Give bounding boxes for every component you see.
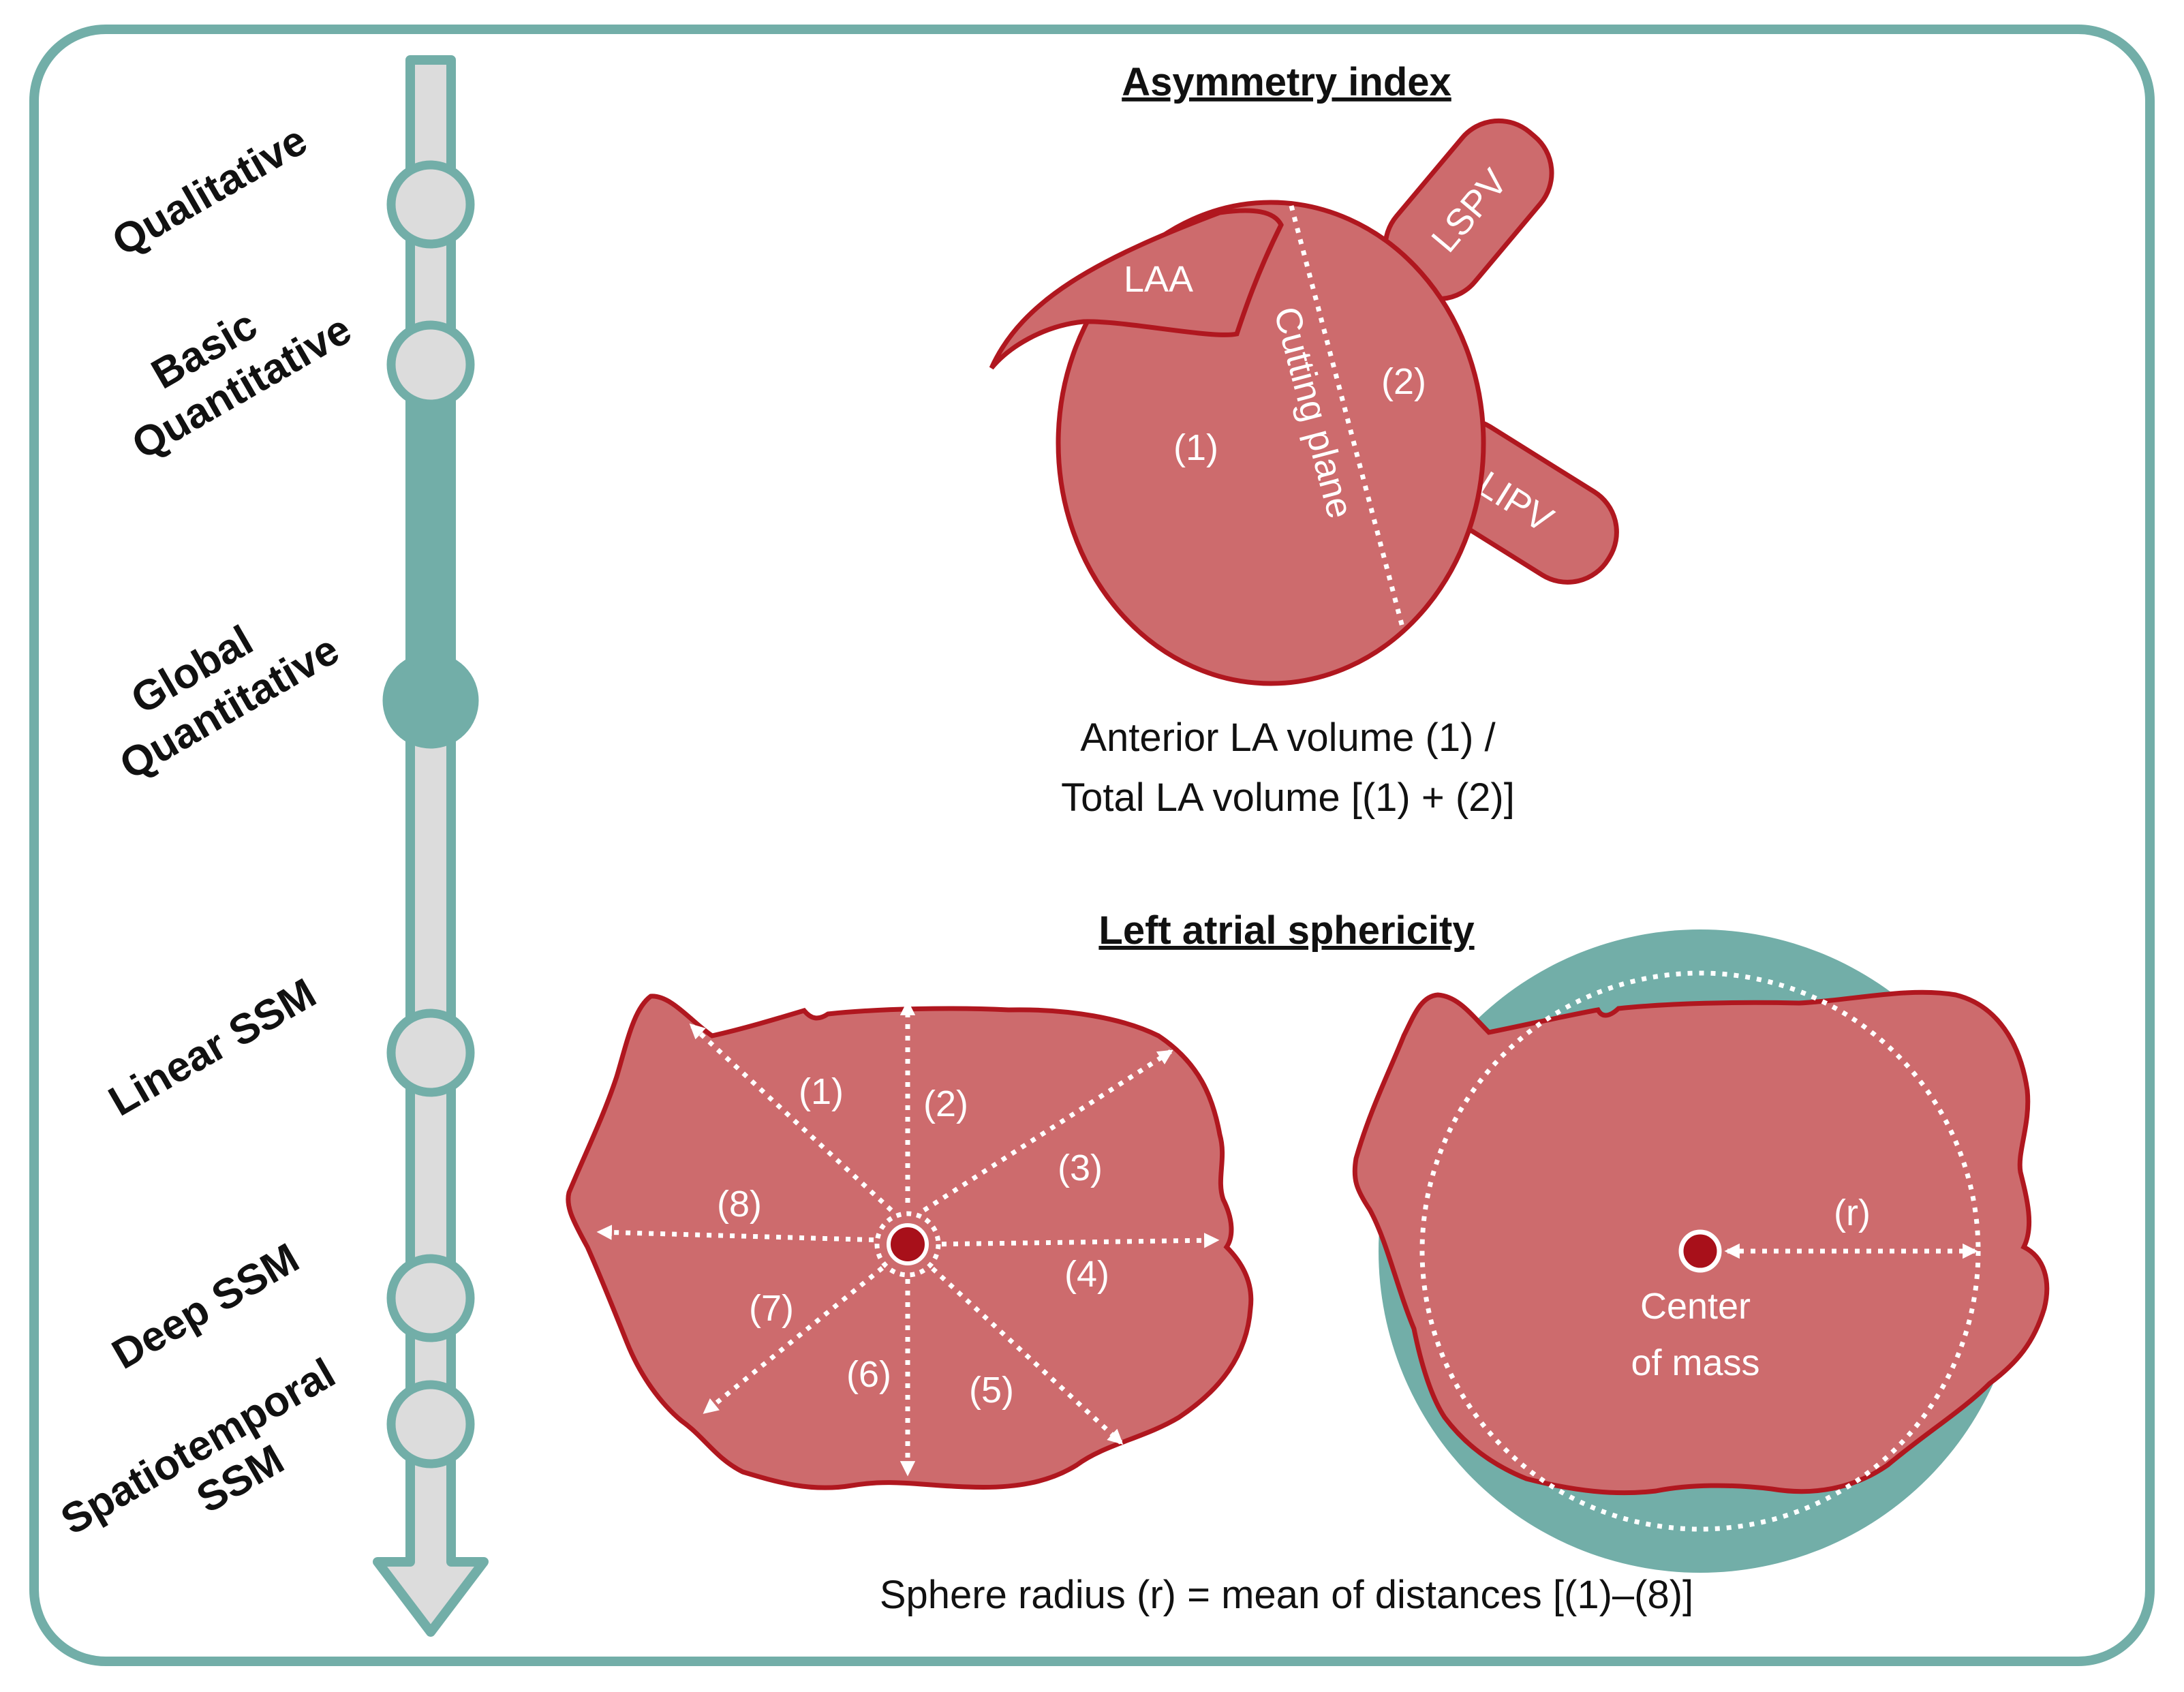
sphericity-title: Left atrial sphericity — [1098, 908, 1474, 953]
stage-node-qualitative — [386, 160, 475, 249]
timeline-active-segment — [405, 401, 456, 701]
center-of-mass-label-line-1: Center — [1640, 1286, 1751, 1327]
distance-label-6: (6) — [846, 1354, 891, 1395]
sphericity-caption: Sphere radius (r) = mean of distances [(… — [880, 1573, 1693, 1617]
distance-arrow-5 — [922, 1259, 1124, 1445]
stage-node-deep-ssm — [386, 1254, 475, 1342]
sphere-outline — [1419, 970, 1981, 1532]
sphericity-panel: Left atrial sphericity (1) (2) (3) (4) (… — [566, 908, 2050, 1617]
asymmetry-index-panel: Asymmetry index LSPV LIPV LAA Cutting pl… — [989, 60, 1619, 820]
center-of-mass-dot-right — [1678, 1229, 1722, 1273]
stage-node-global-quantitative — [382, 652, 479, 749]
cutting-plane-line — [1289, 205, 1405, 628]
distance-arrow-8 — [596, 1225, 886, 1243]
stage-node-linear-ssm — [386, 1009, 475, 1097]
distance-arrow-7 — [703, 1259, 893, 1414]
laa-appendage-shape — [989, 208, 1284, 370]
laa-label: LAA — [1124, 259, 1193, 300]
distance-arrow-4 — [929, 1233, 1220, 1248]
distance-label-4: (4) — [1064, 1254, 1109, 1295]
distance-arrow-3 — [923, 1049, 1173, 1212]
timeline-arrow — [373, 55, 489, 1637]
region-2-label: (2) — [1381, 361, 1426, 402]
distance-label-5: (5) — [969, 1370, 1014, 1411]
distance-label-8: (8) — [717, 1184, 762, 1225]
radial-distance-arrows — [596, 1000, 1220, 1477]
stage-node-spatiotemporal-ssm — [386, 1380, 475, 1468]
lspv-vein: LSPV — [1383, 118, 1554, 302]
asymmetry-caption-line-2: Total LA volume [(1) + (2)] — [1061, 775, 1515, 820]
region-1-label: (1) — [1173, 427, 1218, 468]
asymmetry-caption-line-1: Anterior LA volume (1) / — [1080, 716, 1496, 760]
distance-label-3: (3) — [1058, 1148, 1103, 1188]
center-of-mass-dot-left — [887, 1223, 929, 1265]
stage-node-basic-quantitative — [386, 320, 475, 409]
asymmetry-title: Asymmetry index — [1122, 60, 1451, 104]
radius-label: (r) — [1834, 1193, 1871, 1233]
distance-label-1: (1) — [799, 1071, 844, 1112]
center-of-mass-label-line-2: of mass — [1631, 1342, 1759, 1383]
distance-label-7: (7) — [749, 1288, 794, 1329]
distance-label-2: (2) — [923, 1083, 968, 1124]
